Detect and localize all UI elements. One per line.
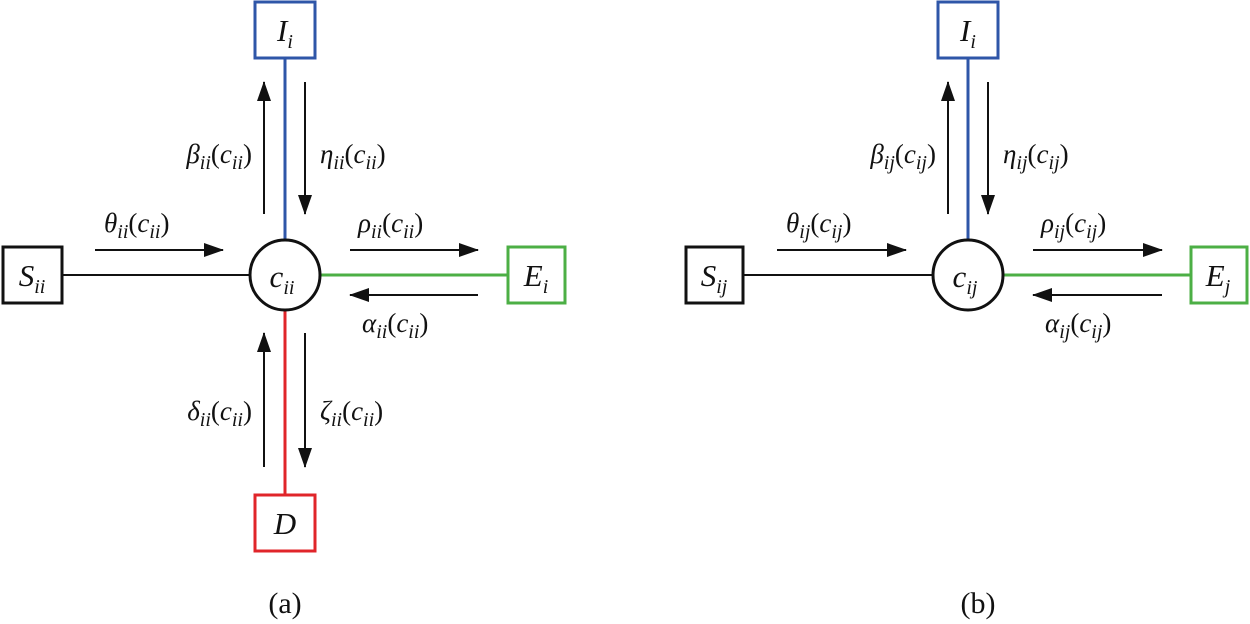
svg-text:Ei: Ei <box>523 258 549 298</box>
label-alpha-b: αij(cij) <box>1045 308 1111 343</box>
box-top-b: Ii <box>936 0 1000 60</box>
svg-text:cii: cii <box>270 259 295 299</box>
label-eta-a: ηii(cii) <box>320 139 386 174</box>
svg-text:Sij: Sij <box>701 258 728 298</box>
center-node-a: cii <box>248 238 322 312</box>
svg-text:Ii: Ii <box>959 13 976 53</box>
label-delta-a: δii(cii) <box>187 396 252 431</box>
label-beta-a: βii(cii) <box>185 139 252 174</box>
label-eta-b: ηij(cij) <box>1003 139 1069 174</box>
caption-b: (b) <box>961 587 996 620</box>
label-rho-b: ρij(cij) <box>1040 208 1106 243</box>
box-top-a: Ii <box>253 0 317 60</box>
svg-text:Ej: Ej <box>1205 258 1231 298</box>
label-rho-a: ρii(cii) <box>357 208 423 243</box>
box-left-b: Sij <box>684 245 745 305</box>
svg-text:Ii: Ii <box>276 13 293 53</box>
label-alpha-a: αii(cii) <box>362 308 428 343</box>
svg-text:D: D <box>273 506 296 541</box>
label-theta-a: θii(cii) <box>104 208 170 243</box>
svg-text:Sii: Sii <box>19 258 46 298</box>
svg-text:cij: cij <box>953 259 978 299</box>
center-node-b: cij <box>931 238 1005 312</box>
label-theta-b: θij(cij) <box>786 208 852 243</box>
panel-a: Ii Sii Ei D cii βii(cii) ηii(cii) θii( <box>1 0 567 620</box>
box-right-b: Ej <box>1189 245 1249 305</box>
panel-b: Ii Sij Ej cij βij(cij) ηij(cij) θij(cij)… <box>684 0 1249 620</box>
caption-a: (a) <box>268 587 301 620</box>
box-left-a: Sii <box>1 245 64 305</box>
box-bottom-a: D <box>253 493 317 553</box>
label-zeta-a: ζii(cii) <box>320 396 383 431</box>
box-right-a: Ei <box>506 245 567 305</box>
label-beta-b: βij(cij) <box>869 139 936 174</box>
